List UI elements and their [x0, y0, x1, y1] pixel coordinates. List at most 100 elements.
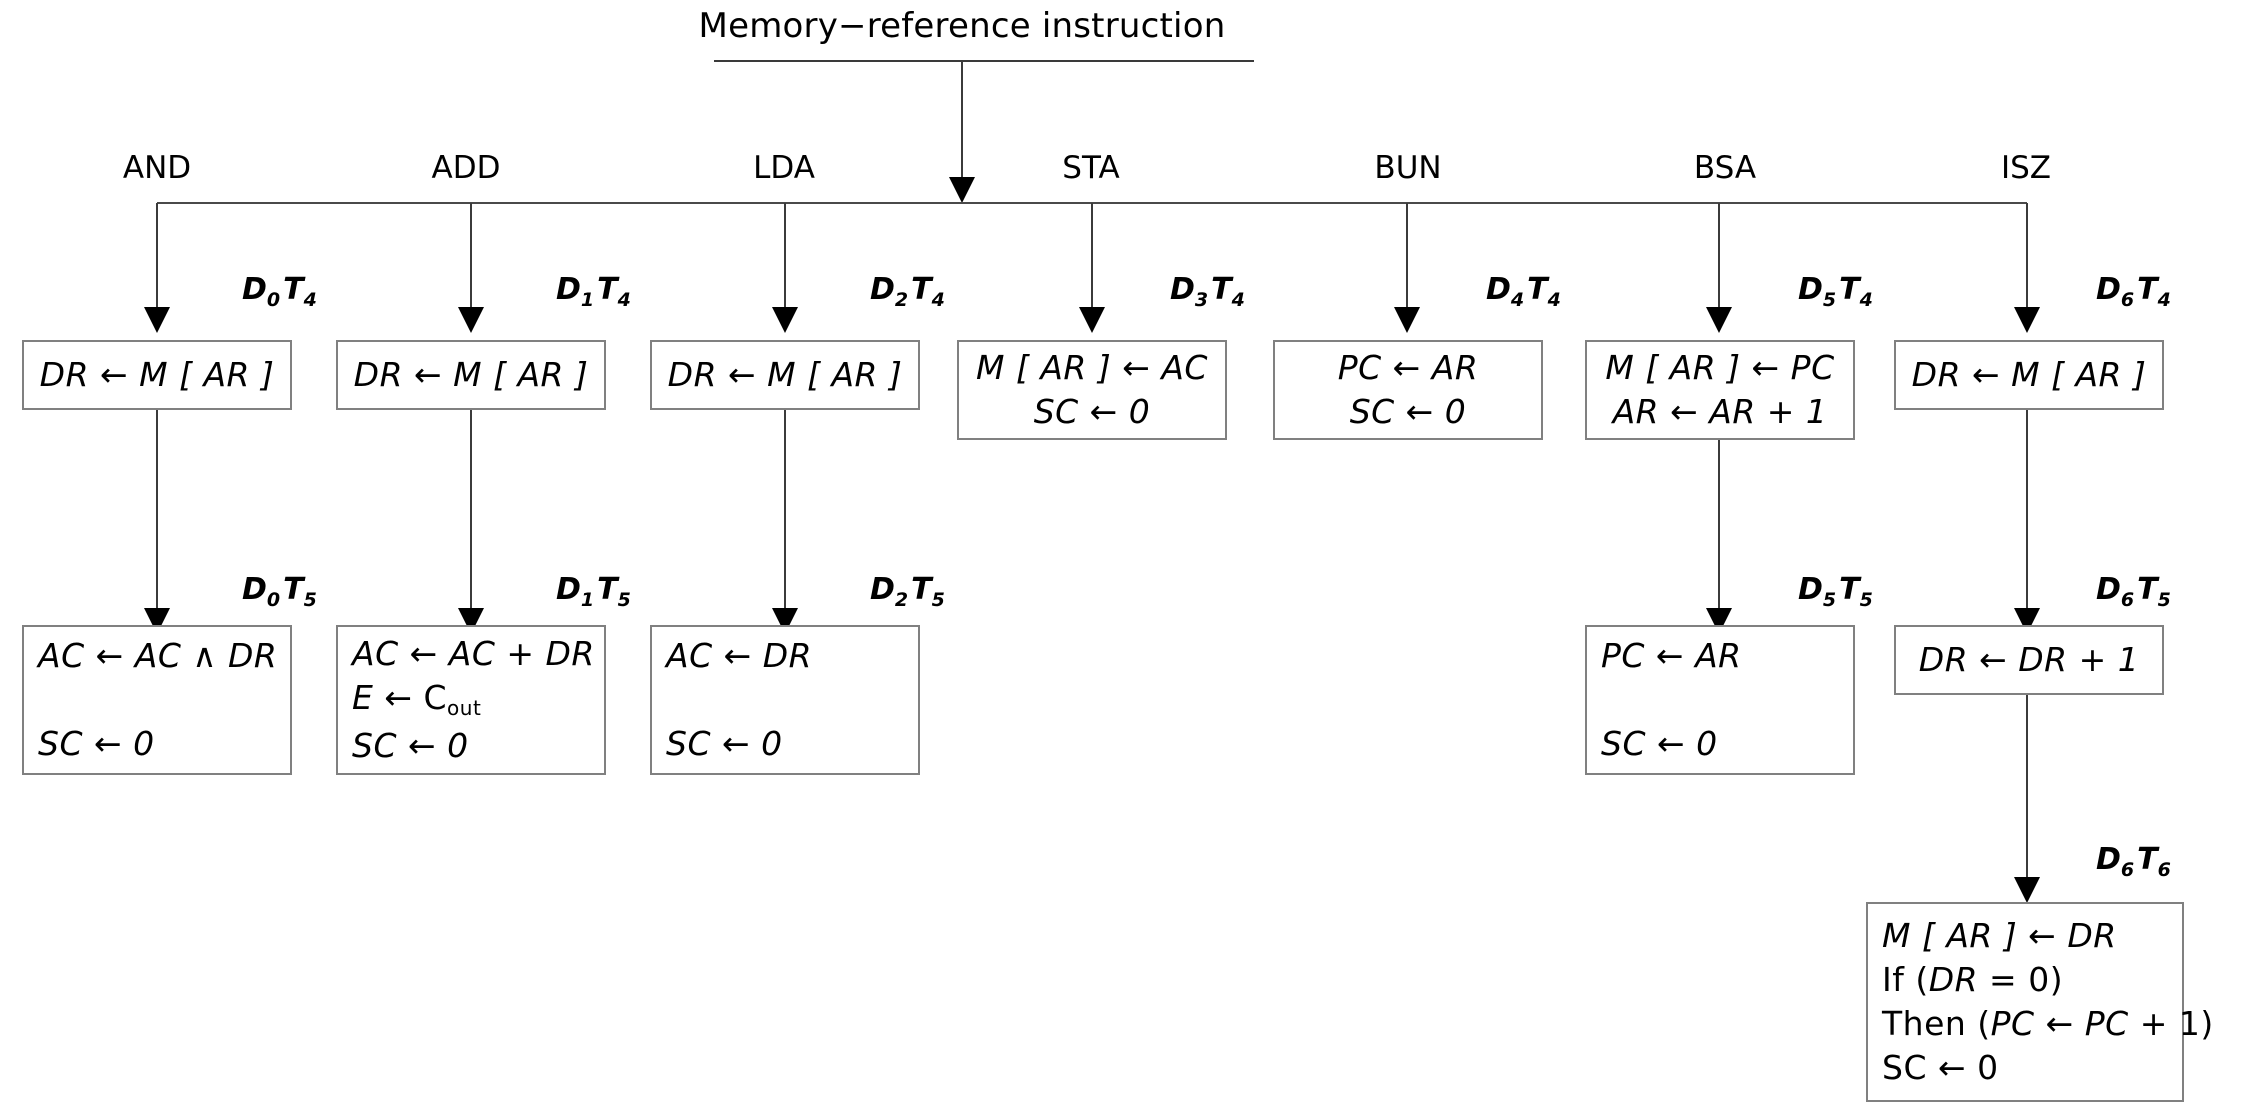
control-d: D	[1170, 272, 1195, 307]
control-d-index: 0	[266, 289, 281, 311]
lda-bus-drop-line	[784, 203, 786, 309]
branch-label-isz: ISZ	[2000, 150, 2052, 186]
control-d: D	[870, 272, 895, 307]
title-to-bus-line	[961, 61, 963, 179]
control-label-d0t4: D0 T4	[242, 272, 317, 311]
control-label-d6t4: D6 T4	[2096, 272, 2171, 311]
microop-line: AC ← AC ∧ DR	[38, 636, 278, 675]
and-box1-arrow-icon	[144, 307, 170, 333]
microop-line: AC ← AC + DR	[352, 634, 595, 673]
isz-box1-to-box2-line	[2026, 410, 2028, 610]
title-to-bus-arrow-icon	[949, 177, 975, 203]
and-box1-to-box2-line	[156, 410, 158, 610]
microop-line: SC ← 0	[1601, 724, 1718, 763]
control-t-index: 5	[617, 589, 631, 611]
microop-line-carry: E ← Cout	[352, 678, 482, 720]
control-t: T	[283, 572, 304, 607]
control-t: T	[1527, 272, 1548, 307]
control-d: D	[1798, 572, 1823, 607]
microop-box-isz-t4: DR ← M [ AR ]	[1894, 340, 2164, 410]
control-label-d2t5: D2 T5	[870, 572, 945, 611]
microop-line-if: If (DR = 0)	[1882, 960, 2064, 999]
microop-line: SC ← 0	[352, 726, 469, 765]
control-d: D	[1798, 272, 1823, 307]
carry-subscript: out	[447, 696, 482, 720]
control-d: D	[2096, 272, 2121, 307]
microop-line-then: Then (PC ← PC + 1)	[1882, 1004, 2214, 1043]
control-t-index: 6	[2157, 859, 2171, 881]
control-t: T	[1211, 272, 1232, 307]
control-t-index: 4	[303, 289, 317, 311]
branch-label-bun: BUN	[1374, 150, 1442, 186]
microop-line: DR ← DR + 1	[1918, 640, 2140, 679]
microop-line: SC ← 0	[38, 724, 155, 763]
sta-box1-arrow-icon	[1079, 307, 1105, 333]
control-d-index: 2	[894, 289, 909, 311]
control-t: T	[911, 572, 932, 607]
control-t: T	[1839, 572, 1860, 607]
bun-box1-arrow-icon	[1394, 307, 1420, 333]
control-t-index: 4	[617, 289, 631, 311]
branch-label-sta: STA	[1062, 150, 1120, 186]
control-label-d1t4: D1 T4	[556, 272, 631, 311]
control-t-index: 5	[1859, 589, 1873, 611]
control-d-index: 5	[1822, 289, 1837, 311]
microop-line: SC ← 0	[666, 724, 783, 763]
control-t: T	[597, 572, 618, 607]
diagram-title: Memory−reference instruction	[698, 6, 1226, 46]
control-t-index: 4	[1231, 289, 1245, 311]
control-t-index: 4	[931, 289, 945, 311]
control-d: D	[242, 272, 267, 307]
microop-line: DR ← M [ AR ]	[1911, 355, 2147, 394]
control-t-index: 5	[931, 589, 945, 611]
control-t: T	[2137, 842, 2158, 877]
bsa-bus-drop-line	[1718, 203, 1720, 309]
control-d-index: 6	[2120, 859, 2135, 881]
isz-box3-arrow-icon	[2014, 877, 2040, 903]
control-label-d2t4: D2 T4	[870, 272, 945, 311]
microop-line: DR ← M [ AR ]	[353, 355, 589, 394]
control-d-index: 5	[1822, 589, 1837, 611]
microop-line: M [ AR ] ← PC	[1605, 348, 1835, 387]
microop-box-lda-t5: AC ← DR SC ← 0	[650, 625, 920, 775]
microop-box-bsa-t4: M [ AR ] ← PC AR ← AR + 1	[1585, 340, 1855, 440]
control-t-index: 5	[2157, 589, 2171, 611]
microop-line-sc: SC ← 0	[1882, 1048, 1999, 1087]
microop-box-bun-t4: PC ← AR SC ← 0	[1273, 340, 1543, 440]
control-t-index: 4	[2157, 289, 2171, 311]
lda-box1-to-box2-line	[784, 410, 786, 610]
control-d-index: 1	[580, 589, 595, 611]
control-label-d6t5: D6 T5	[2096, 572, 2171, 611]
control-d: D	[870, 572, 895, 607]
isz-bus-drop-line	[2026, 203, 2028, 309]
microop-line: AC ← DR	[666, 636, 813, 675]
bsa-box1-to-box2-line	[1718, 440, 1720, 610]
control-d-index: 2	[894, 589, 909, 611]
microop-box-isz-t5: DR ← DR + 1	[1894, 625, 2164, 695]
add-box1-arrow-icon	[458, 307, 484, 333]
add-bus-drop-line	[470, 203, 472, 309]
microop-box-add-t5: AC ← AC + DR E ← Cout SC ← 0	[336, 625, 606, 775]
control-label-d3t4: D3 T4	[1170, 272, 1245, 311]
isz-box1-arrow-icon	[2014, 307, 2040, 333]
control-t: T	[2137, 272, 2158, 307]
control-label-d5t4: D5 T4	[1798, 272, 1873, 311]
microop-box-bsa-t5: PC ← AR SC ← 0	[1585, 625, 1855, 775]
control-t: T	[911, 272, 932, 307]
control-d-index: 0	[266, 589, 281, 611]
control-t-index: 4	[1547, 289, 1561, 311]
control-d: D	[556, 572, 581, 607]
and-bus-drop-line	[156, 203, 158, 309]
control-t: T	[283, 272, 304, 307]
control-d: D	[242, 572, 267, 607]
bsa-box1-arrow-icon	[1706, 307, 1732, 333]
microop-line: PC ← AR	[1601, 636, 1742, 675]
microop-box-sta-t4: M [ AR ] ← AC SC ← 0	[957, 340, 1227, 440]
isz-box2-to-box3-line	[2026, 695, 2028, 879]
control-d-index: 3	[1194, 289, 1209, 311]
microop-line: PC ← AR	[1337, 348, 1479, 387]
microop-box-add-t4: DR ← M [ AR ]	[336, 340, 606, 410]
title-underline	[714, 60, 1254, 62]
microop-line: SC ← 0	[1033, 392, 1151, 431]
